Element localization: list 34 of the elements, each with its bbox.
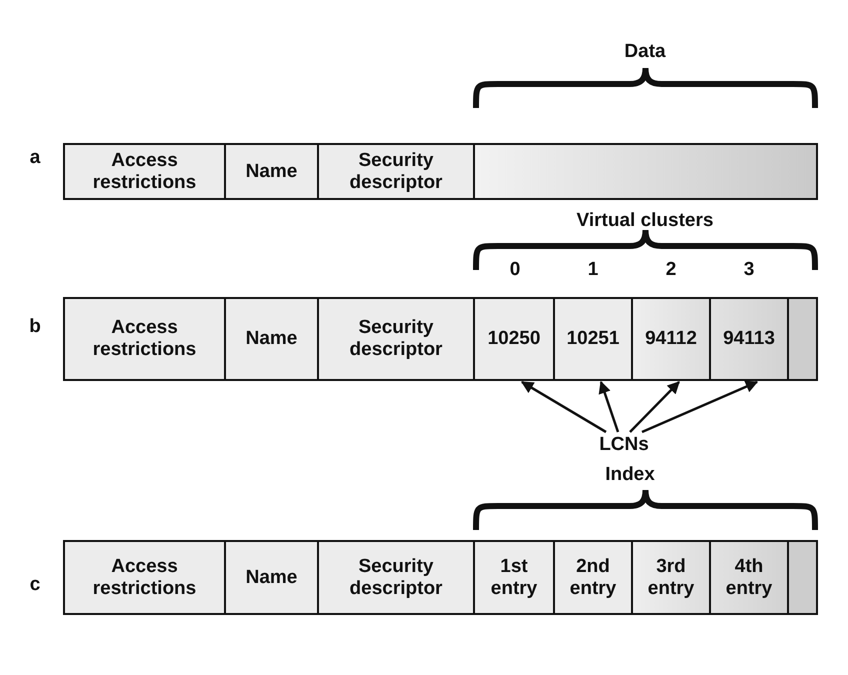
row-letter: c — [30, 574, 40, 596]
record-field: Security descriptor — [317, 143, 475, 200]
record-field: 10251 — [553, 297, 633, 381]
record-field: Security descriptor — [317, 540, 475, 615]
record-field: 2nd entry — [553, 540, 633, 615]
empty-field — [787, 540, 818, 615]
record-field: Name — [224, 540, 319, 615]
group-heading: Data — [624, 41, 666, 63]
group-heading: Virtual clusters — [576, 210, 714, 232]
record-field: Access restrictions — [63, 143, 226, 200]
callout-text: LCNs — [591, 432, 657, 458]
index-number: 0 — [510, 259, 520, 281]
index-number: 3 — [744, 259, 754, 281]
arrow — [642, 380, 758, 434]
record-field: Access restrictions — [63, 540, 226, 615]
empty-field — [787, 297, 818, 381]
group-heading: Index — [605, 464, 655, 486]
record-field: 94113 — [709, 297, 789, 381]
record-field: 94112 — [631, 297, 711, 381]
record-field: 10250 — [473, 297, 555, 381]
arrow — [520, 380, 607, 434]
record-field: 3rd entry — [631, 540, 711, 615]
record-field: 1st entry — [473, 540, 555, 615]
index-number: 2 — [666, 259, 676, 281]
record-field: Access restrictions — [63, 297, 226, 381]
record-field: Name — [224, 297, 319, 381]
row-letter: a — [30, 147, 40, 169]
record-field: 4th entry — [709, 540, 789, 615]
arrow — [629, 381, 680, 433]
record-field: Security descriptor — [317, 297, 475, 381]
arrow — [598, 380, 620, 432]
record-field: Name — [224, 143, 319, 200]
row-letter: b — [29, 316, 41, 338]
index-number: 1 — [588, 259, 598, 281]
